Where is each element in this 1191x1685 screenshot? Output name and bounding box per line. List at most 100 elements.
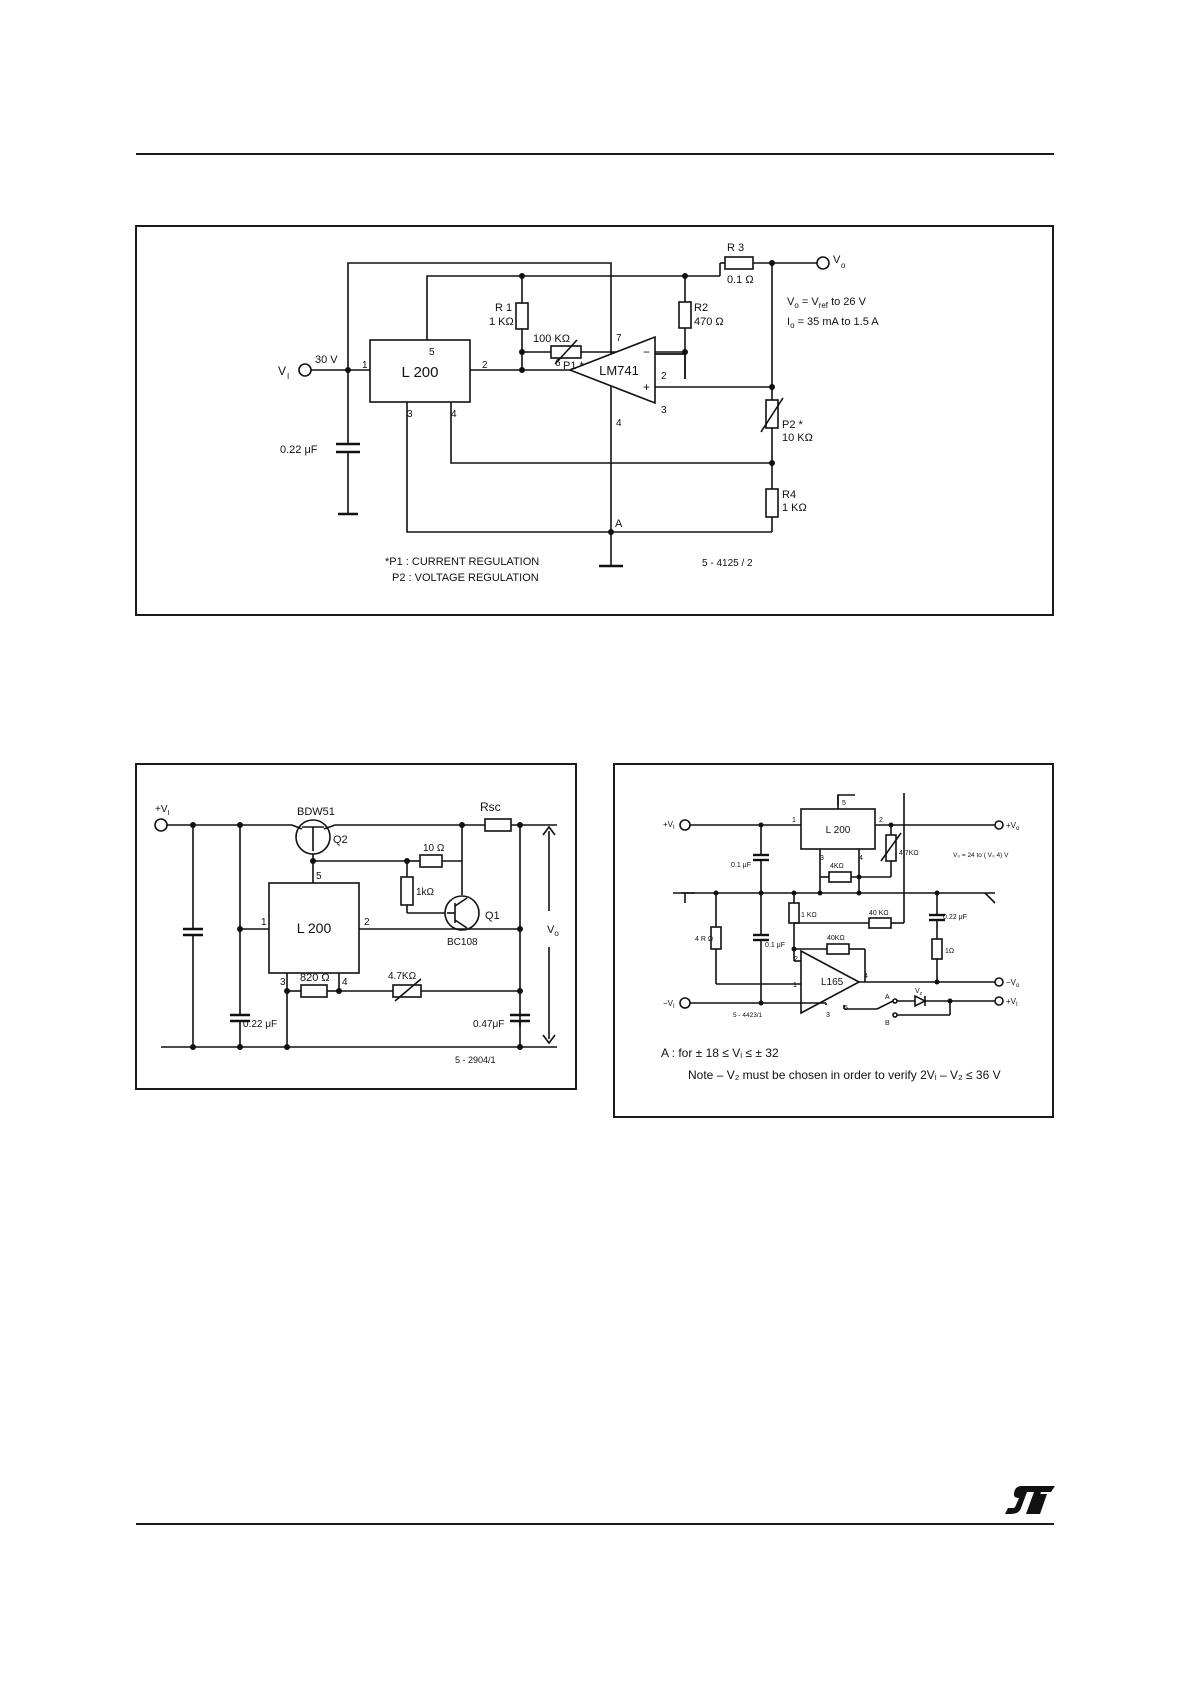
fig1-op-pin4: 4 xyxy=(616,418,622,429)
fig1-r4-value: 1 KΩ xyxy=(782,502,807,514)
fig1-formula-io: Io = 35 mA to 1.5 A xyxy=(787,316,879,330)
fig1-vi-value: 30 V xyxy=(315,354,338,366)
fig3-l165-pin1: 1 xyxy=(793,982,797,989)
fig1-p1-label: P1 * xyxy=(563,360,585,372)
fig1-pin1: 1 xyxy=(362,360,368,371)
fig3-code: 5 - 4423/1 xyxy=(733,1012,763,1019)
fig1-r3-label: R 3 xyxy=(727,242,744,254)
fig1-node-a: A xyxy=(615,518,623,530)
fig2-pin5: 5 xyxy=(316,871,322,882)
fig3-note-a: A : for ± 18 ≤ Vᵢ ≤ ± 32 xyxy=(661,1046,779,1060)
fig1-r1-value: 1 KΩ xyxy=(489,316,514,328)
fig3-pin2: 2 xyxy=(879,817,883,824)
fig3-cap-b: 0.1 μF xyxy=(765,942,785,949)
fig3-r40k2: 40KΩ xyxy=(827,935,845,942)
fig3-r4k: 4KΩ xyxy=(830,863,844,870)
fig1-vo-sub: o xyxy=(841,261,846,270)
fig1-r4-label: R4 xyxy=(782,489,796,501)
fig2-pin2: 2 xyxy=(364,917,370,928)
fig1-p2-label: P2 * xyxy=(782,419,804,431)
fig1-code: 5 - 4125 / 2 xyxy=(702,558,753,569)
fig2-q2-type: BDW51 xyxy=(297,806,335,818)
fig3-r1k: 1 KΩ xyxy=(801,912,817,919)
fig2-vo-label: Vo xyxy=(547,924,559,938)
fig3-note-b: Note – V₂ must be chosen in order to ver… xyxy=(688,1068,1001,1082)
fig3-cap-c: 0.22 μF xyxy=(943,914,967,921)
fig2-q2-label: Q2 xyxy=(333,834,348,846)
figure-3-schematic: L 200 5 1 2 3 4 xyxy=(661,793,1020,1082)
fig1-vi-label: V xyxy=(278,364,286,378)
figure-1-schematic: L 200 5 1 2 3 4 LM741 − + 6 7 2 3 4 xyxy=(278,242,879,584)
fig2-code: 5 - 2904/1 xyxy=(455,1055,496,1065)
figure-2-panel: L 200 5 1 2 3 4 +VI BDW51 Q2 Rsc xyxy=(135,763,577,1090)
top-rule xyxy=(136,153,1054,155)
figure-1-panel: L 200 5 1 2 3 4 LM741 − + 6 7 2 3 4 xyxy=(135,225,1054,616)
fig2-cap2-label: 0.47μF xyxy=(473,1019,504,1030)
fig3-pin1: 1 xyxy=(792,817,796,824)
fig1-pin5: 5 xyxy=(429,347,435,358)
fig3-ic-top: L 200 xyxy=(826,825,851,836)
fig1-op-pin7: 7 xyxy=(616,333,622,344)
fig2-pin4: 4 xyxy=(342,977,348,988)
fig3-sw-a: A xyxy=(885,994,890,1001)
fig1-note-2: P2 : VOLTAGE REGULATION xyxy=(392,572,539,584)
fig3-pin4: 4 xyxy=(859,855,863,862)
fig3-cap-a: 0.1 μF xyxy=(731,862,751,869)
fig1-op-pin2: 2 xyxy=(661,371,667,382)
fig2-vi-label: +VI xyxy=(155,804,170,817)
fig3-pin3: 3 xyxy=(820,855,824,862)
fig3-vz-label: Vz xyxy=(915,988,923,997)
fig1-r2-value: 470 Ω xyxy=(694,316,724,328)
fig2-pot-label: 4.7KΩ xyxy=(388,971,417,982)
fig1-pin2: 2 xyxy=(482,360,488,371)
fig2-rsc-label: Rsc xyxy=(480,800,501,814)
bottom-rule xyxy=(136,1523,1054,1525)
fig3-formula: V₀ = 24 to ( V₀ 4) V xyxy=(953,852,1009,859)
fig2-q1-label: Q1 xyxy=(485,910,500,922)
fig1-pin4: 4 xyxy=(451,409,457,420)
fig1-vi-sub: I xyxy=(287,372,289,381)
fig3-vo-pos: +Vo xyxy=(1006,821,1020,832)
fig2-pin1: 1 xyxy=(261,917,267,928)
figure-3-panel: L 200 5 1 2 3 4 xyxy=(613,763,1054,1118)
fig3-r4r: 4 R Ω xyxy=(695,936,713,943)
fig3-vz-out: +VI xyxy=(1006,997,1018,1008)
fig2-q1-type: BC108 xyxy=(447,937,478,948)
figure-2-schematic: L 200 5 1 2 3 4 +VI BDW51 Q2 Rsc xyxy=(154,800,559,1065)
fig3-l165-pin3: 3 xyxy=(826,1012,830,1019)
fig3-l165-pin2: 2 xyxy=(794,956,798,963)
fig3-pot47: 4.7KΩ xyxy=(899,850,919,857)
fig1-r3-value: 0.1 Ω xyxy=(727,274,754,286)
fig3-vi-pos: +VI xyxy=(663,820,675,831)
fig2-pin3: 3 xyxy=(280,977,286,988)
fig2-cap1-label: 0.22 μF xyxy=(243,1019,277,1030)
fig1-note-1: *P1 : CURRENT REGULATION xyxy=(385,556,539,568)
fig3-ic-bottom: L165 xyxy=(821,977,844,988)
fig2-ic-label: L 200 xyxy=(297,920,332,936)
fig1-ic-label: L 200 xyxy=(402,364,439,381)
fig1-op-pin3: 3 xyxy=(661,405,667,416)
fig1-cap-label: 0.22 μF xyxy=(280,444,318,456)
fig1-op-plus: + xyxy=(643,380,650,394)
fig3-sw-b: B xyxy=(885,1020,890,1027)
fig1-p1-value: 100 KΩ xyxy=(533,333,570,345)
fig2-r820-label: 820 Ω xyxy=(300,972,330,984)
fig1-r1-label: R 1 xyxy=(495,302,512,314)
fig1-p2-value: 10 KΩ xyxy=(782,432,813,444)
fig3-r40k: 40 KΩ xyxy=(869,910,889,917)
fig1-pin3: 3 xyxy=(407,409,413,420)
fig1-op-pin6: 6 xyxy=(555,358,561,369)
fig3-r1: 1Ω xyxy=(945,948,954,955)
fig1-r2-label: R2 xyxy=(694,302,708,314)
st-logo xyxy=(1005,1486,1055,1514)
fig3-vo-neg: −Vo xyxy=(1006,978,1020,989)
fig3-vi-neg: −VI xyxy=(663,999,675,1010)
fig1-opamp-label: LM741 xyxy=(599,363,639,378)
fig3-pin5: 5 xyxy=(842,800,846,807)
fig3-l165-pin4: 4 xyxy=(864,973,868,980)
fig2-r1k-label: 1kΩ xyxy=(416,887,435,898)
fig1-vo-label: V xyxy=(833,254,841,266)
fig1-formula-vo: Vo = Vref to 26 V xyxy=(787,296,867,310)
fig1-op-minus: − xyxy=(643,345,650,359)
fig2-r10-label: 10 Ω xyxy=(423,843,445,854)
